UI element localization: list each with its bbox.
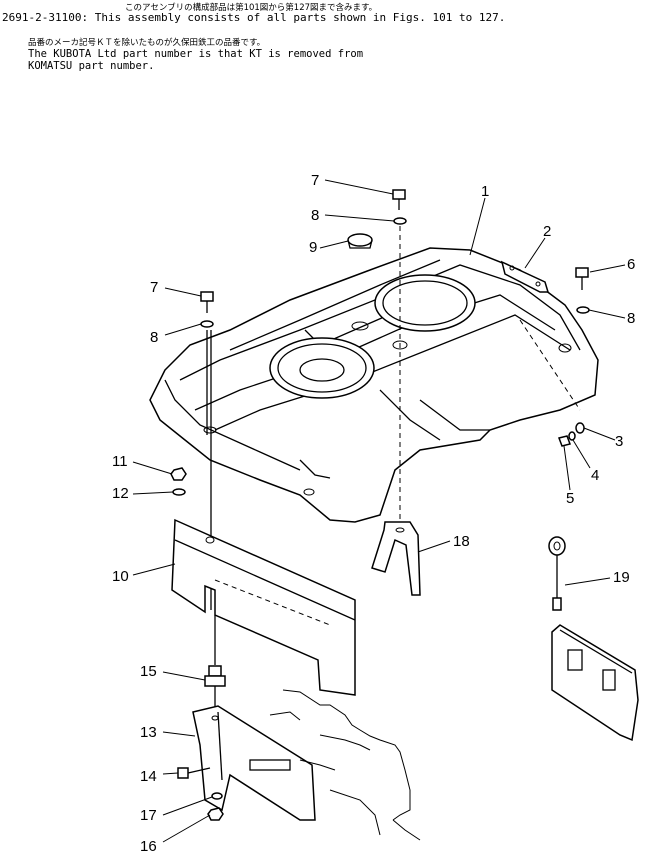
callout-16: 16 [140,838,157,853]
bolt-part-6 [575,267,589,290]
washer-part-17 [211,792,223,800]
callout-11: 11 [112,453,128,470]
hood-cover [149,247,599,523]
callout-3: 3 [615,433,623,450]
callout-13: 13 [140,724,157,741]
callout-4: 4 [591,467,599,484]
engine-side-plate [551,624,639,742]
header-part-number-note-1: The KUBOTA Ltd part number is that KT is… [28,48,364,60]
dipstick-part-19 [548,536,566,611]
header-japanese-line-1: このアセンブリの構成部品は第101図から第127図まで含みます。 [125,3,378,13]
callout-2: 2 [543,223,551,240]
callout-18: 18 [453,533,470,550]
filler-cap-part-9 [347,233,373,249]
callout-15: 15 [140,663,157,680]
callout-5: 5 [566,490,574,507]
callout-7-top: 7 [311,172,319,189]
callout-8-top: 8 [311,207,319,224]
callout-17: 17 [140,807,157,824]
washer-part-8-top [393,217,407,225]
nut-part-11 [170,467,187,481]
header-assembly-note: 2691-2-31100: This assembly consists of … [2,11,506,24]
washer-part-12 [172,488,186,496]
callout-10: 10 [112,568,129,585]
washer-part-8-right [576,306,590,314]
callout-7-left: 7 [150,279,158,296]
nut-part-16 [207,807,224,821]
callout-6: 6 [627,256,635,273]
callout-labels: 1 2 3 4 5 6 7 7 8 8 8 9 10 11 12 13 14 1… [112,172,635,853]
callout-12: 12 [112,485,129,502]
callout-8-right: 8 [627,310,635,327]
callout-14: 14 [140,768,157,785]
callout-9: 9 [309,239,317,256]
mount-part-15 [204,665,226,710]
bracket-part-13 [192,705,316,821]
small-parts-3-4-5 [558,422,585,447]
callout-19: 19 [613,569,630,586]
side-panel-part-10 [171,518,356,696]
washer-part-8-left [200,320,214,328]
header-japanese-line-2: 品番のメーカ記号ＫＴを除いたものが久保田鉄工の品番です。 [28,38,266,48]
callout-1: 1 [481,183,489,200]
header-part-number-note-2: KOMATSU part number. [28,60,155,72]
bracket-part-18 [371,521,421,596]
callout-8-left: 8 [150,329,158,346]
bracket-part-2 [500,260,550,293]
bolt-part-7-top [392,189,406,210]
engine-frame-outline [269,689,421,841]
assembly-axis-right [519,319,581,411]
bolt-part-7-left [200,291,214,313]
leader-lines [132,179,626,843]
